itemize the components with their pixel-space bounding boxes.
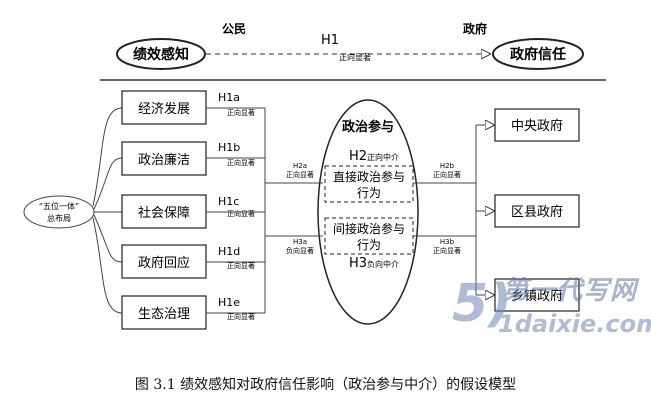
mediator-title: 政治参与 (342, 119, 394, 135)
outcome-county: 区县政府 (494, 194, 580, 228)
h2-label: H2 (349, 149, 367, 164)
h1c-label: H1c (218, 195, 239, 208)
root-node (23, 195, 95, 229)
perception-node (116, 38, 206, 70)
h1-label: H1 (321, 33, 339, 48)
h1a-sig: 正向显著 (227, 108, 255, 117)
direct-participation-box (324, 165, 414, 203)
h3b-sig: 正向显著 (433, 246, 461, 255)
dimension-response-label: 政府回应 (138, 255, 190, 271)
dimension-economy-label: 经济发展 (138, 101, 190, 117)
h1e-label: H1e (218, 296, 240, 309)
watermark-logo-icon: 5) (452, 274, 512, 334)
outcome-township: 乡镇政府 (494, 278, 580, 312)
outcome-central-label: 中央政府 (511, 119, 563, 134)
h3-sub: 负向中介 (367, 259, 399, 269)
h1c-sig: 正向显著 (227, 209, 255, 218)
dimension-security: 社会保障 (121, 194, 207, 229)
h2a-label: H2a (293, 162, 307, 170)
h1d-label: H1d (218, 245, 240, 258)
figure-caption: 图 3.1 绩效感知对政府信任影响（政治参与中介）的假设模型 (134, 377, 517, 393)
h1d-sig: 正向显著 (227, 261, 255, 270)
watermark-url: 1daixie.com (498, 310, 651, 338)
h3a-label: H3a (293, 238, 307, 246)
h1a-label: H1a (218, 91, 240, 104)
outcome-township-label: 乡镇政府 (511, 289, 563, 304)
branch-integrity (93, 157, 123, 210)
dimension-ecology-label: 生态治理 (138, 307, 190, 322)
root-line2: 总布局 (47, 213, 71, 223)
dimension-economy: 经济发展 (121, 90, 207, 125)
branch-economy (92, 107, 123, 207)
gov-label: 政府 (463, 21, 487, 36)
h2b-sig: 正向显著 (433, 170, 461, 179)
direct-line1: 直接政治参与 (333, 169, 405, 184)
h2a-sig: 正向显著 (286, 170, 314, 179)
h1b-label: H1b (218, 141, 240, 154)
h3-label: H3 (349, 256, 367, 271)
mediator-ellipse (317, 99, 419, 325)
root-line1: “五位一体” (39, 201, 79, 211)
direct-line2: 行为 (357, 186, 381, 200)
h3b-label: H3b (440, 238, 455, 246)
branch-ecology (92, 217, 123, 314)
citizen-label: 公民 (222, 22, 246, 36)
h1b-sig: 正向显著 (227, 158, 255, 167)
indirect-participation-box (324, 217, 414, 255)
outcome-county-label: 区县政府 (511, 205, 563, 220)
outcome-central: 中央政府 (494, 108, 580, 142)
indirect-line2: 行为 (357, 238, 381, 252)
h2-sub: 正向中介 (367, 152, 399, 162)
dimension-ecology: 生态治理 (121, 295, 207, 330)
h1-sub-label: 正向显著 (339, 52, 371, 62)
perception-node-label: 绩效感知 (133, 46, 189, 63)
watermark: 5) 第一代写网 1daixie.com (452, 276, 651, 346)
branch-response (93, 214, 123, 263)
h2b-label: H2b (440, 162, 455, 170)
trust-node (492, 38, 584, 70)
dimension-integrity: 政治廉洁 (121, 141, 207, 176)
dimension-response: 政府回应 (121, 244, 207, 279)
h3a-sig: 负向显著 (286, 246, 314, 255)
indirect-line1: 间接政治参与 (333, 221, 405, 236)
trust-node-label: 政府信任 (510, 46, 566, 63)
dimension-security-label: 社会保障 (138, 205, 190, 221)
h1e-sig: 正向显著 (227, 312, 255, 321)
watermark-cn: 第一代写网 (502, 276, 638, 306)
dimension-integrity-label: 政治廉洁 (138, 152, 190, 168)
